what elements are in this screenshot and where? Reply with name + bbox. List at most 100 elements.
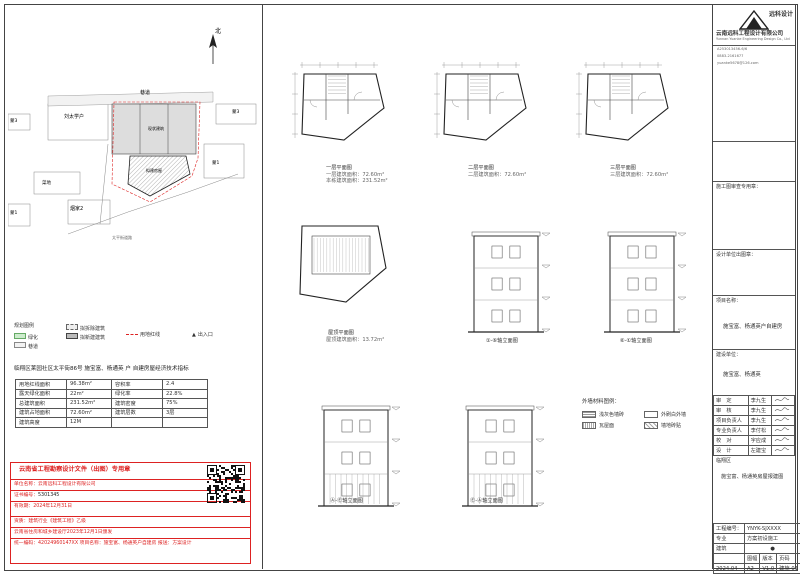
plan-f2-outline [443,73,527,141]
stamp-project: 统一编码：42024960147XX 项目名称：施宝富、杨通英户自建房 报送：方… [11,538,250,562]
econ-cell: 露天绿化面积 [15,388,67,399]
sign-table: 审 定李九生审 核李九生项目负责人李九生专业负责人李付松校 对字应成设 计左建宝 [713,395,796,456]
econ-cell: 12M [66,417,112,428]
sign-role: 审 核 [713,405,749,416]
sign-person: 李九生 [747,415,772,426]
sign-row: 审 定李九生 [713,395,796,406]
roof-area1: 屋顶建筑面积：13.72m² [326,337,385,343]
sign-person: 字应成 [747,435,772,446]
size: A2 [743,563,761,574]
level-mark [391,470,401,475]
north-arrow-icon: 北 [209,27,221,64]
door-swing [593,99,602,108]
drawing-label: 临翔区 [716,458,732,464]
econ-cell: 22m² [66,388,112,399]
roof-tile-area [311,235,371,275]
f1-area1: 一层建筑面积：72.60m² [326,172,385,178]
level-mark [541,296,551,301]
house-b-label: 蒙1 [10,209,17,216]
sign-row: 设 计左建宝 [713,445,796,456]
material-item: 外刷白外墙 [644,411,686,419]
window [509,309,521,323]
material-title: 外墙材料图例： [582,399,620,405]
sign-row: 校 对字应成 [713,435,796,446]
econ-cell: 建筑高度 [15,417,67,428]
client-label: 建设单位： [716,352,742,358]
econ-cell: 容积率 [111,379,163,390]
window [509,245,521,259]
plan-f1-outline [301,73,385,141]
door-swing [309,99,318,108]
drawing-title: 施宝富、杨通英房屋报建图 [721,474,784,480]
window [627,277,639,291]
door-swing [495,91,505,101]
sign-role: 设 计 [713,445,749,456]
window [503,483,515,497]
level-mark [541,328,551,333]
window [503,419,515,433]
parapet [465,405,535,411]
econ-cell: 72.60m² [66,407,112,418]
window [341,419,353,433]
entrance-arrow-icon: ▲ [192,332,196,338]
level-mark [391,502,401,507]
road-label: 巷道 [140,89,150,96]
e1-name: ①-⑥轴立面图 [486,338,518,344]
door-swing [451,99,460,108]
f2-name: 二层平面图 [468,165,494,171]
window [485,419,497,433]
e2-name: ⑥-①轴立面图 [620,338,652,344]
material-text: 外刷白外墙 [661,412,687,418]
stamp-title: 云南省工程勘察设计文件（出图）专用章 [19,466,131,473]
company-logo-icon [739,10,769,30]
e4-name: Ⓔ-Ⓐ轴立面图 [470,498,503,504]
legend-text: 巷道 [28,344,39,350]
email: yuanke5678@126.com [717,61,759,65]
econ-cell: 建筑密度 [111,398,163,409]
window [485,451,497,465]
material-item: 浅灰色墙砖 [582,411,624,419]
sign-person: 左建宝 [747,445,772,456]
material-item: 墙地砖贴 [644,422,681,430]
material-item: 瓦屋面 [582,422,614,430]
client-name: 施宝富、杨通英 [723,372,761,378]
f1-name: 一层平面图 [326,165,352,171]
window [341,451,353,465]
econ-cell: 用地红线面积 [15,379,67,390]
level-mark [535,438,545,443]
version: V1.0 [759,563,778,574]
econ-cell [111,417,163,428]
panel-divider [262,4,263,569]
window [503,451,515,465]
unit-sign-label: 设计单位出图章： [716,252,757,258]
sign-role: 专业负责人 [713,425,749,436]
level-mark [391,406,401,411]
e3-name: Ⓐ-Ⓔ轴立面图 [330,498,363,504]
signature-mark [770,415,796,426]
legend-title: 规划图例 [14,323,35,329]
neighbor-w-label: 刘太学户 [64,113,84,120]
f2-area1: 二层建筑面积：72.60m² [468,172,527,178]
house-a-label: 蒙3 [10,117,17,124]
stamp-company: 单位名称：云南远科工程设计有限公司 [11,479,250,489]
existing-label: 现状建筑 [148,125,164,131]
legend-text: 绿化 [28,335,39,341]
level-mark [535,470,545,475]
f1-area2: 本栋建筑面积：231.52m² [326,178,388,184]
project-no-label: 工程编号： [713,523,745,534]
material-text: 浅灰色墙砖 [599,412,625,418]
sign-person: 李付松 [747,425,772,436]
elevation-e4-outline [467,409,533,507]
footer-label: 页码 [776,553,800,564]
material-text: 瓦屋面 [599,423,615,429]
brand-name: 远科设计 [769,11,794,18]
legend-item: 巷道 [14,342,38,351]
title-block: 远科设计 云南远科工程设计有限公司 Yunnan Yuanke Engineer… [712,4,800,574]
legend-text: 出入口 [197,332,213,338]
level-mark [677,296,687,301]
econ-title: 临翔区莱园社区太平街86号 施宝富、杨通英 户 自建房屋经济技术指标 [14,366,189,372]
